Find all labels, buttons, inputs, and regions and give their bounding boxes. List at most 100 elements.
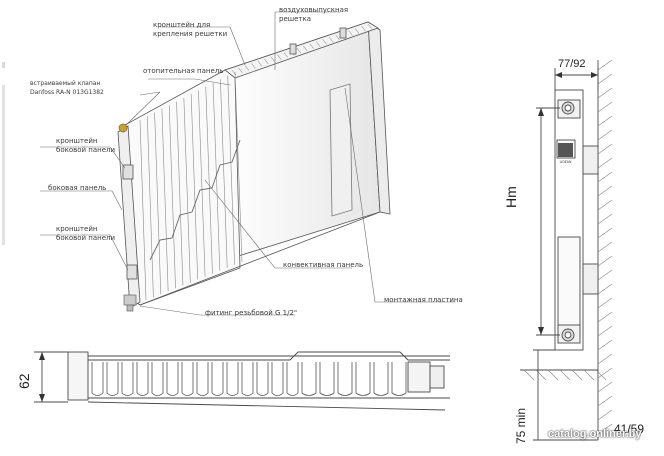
grille-slot xyxy=(322,39,327,45)
fin-line xyxy=(161,108,169,292)
floor-hatch-line xyxy=(523,369,535,381)
wall-hatch-line xyxy=(597,381,613,393)
section-fin xyxy=(301,362,317,396)
fin-line xyxy=(205,86,213,274)
section-fin xyxy=(196,362,209,396)
wall-hatch-line xyxy=(597,59,613,71)
convector-fins xyxy=(139,71,243,301)
wall-hatch-line xyxy=(597,241,613,253)
wall-hatch-line xyxy=(597,129,613,141)
grille-slot xyxy=(270,56,276,63)
label-side-panel: боковая панель xyxy=(48,184,107,192)
section-fin xyxy=(373,362,389,396)
grille-slot xyxy=(367,23,373,30)
watermark: catalog.onliner.by xyxy=(548,428,642,440)
section-fin xyxy=(211,362,224,396)
radiator-3d xyxy=(117,21,391,309)
label-convective-panel: конвективная панель xyxy=(283,261,364,269)
section-fin xyxy=(256,362,269,396)
grille-slot xyxy=(315,41,321,47)
wall-hatch-line xyxy=(597,87,613,99)
wall-hatch-line xyxy=(597,185,613,197)
floor-hatch-line xyxy=(571,369,583,381)
wall-hatch-line xyxy=(597,367,613,379)
grille-slot xyxy=(296,47,301,54)
wall-hatch-line xyxy=(597,325,613,337)
valve-icon xyxy=(118,123,128,133)
fin-line xyxy=(234,71,243,263)
label-heating-panel: отопительная панель xyxy=(143,67,224,75)
wall-hatch-line xyxy=(597,73,613,85)
section-fin xyxy=(91,362,104,396)
grille-slot xyxy=(335,34,340,41)
grille-slot xyxy=(277,54,282,60)
section-fin xyxy=(226,362,239,396)
wall-hatch-line xyxy=(597,199,613,211)
wall-hatch-line xyxy=(597,255,613,267)
wall-hatch-line xyxy=(597,311,613,323)
dim-depth: 62 xyxy=(16,373,32,389)
radiator-section xyxy=(34,351,450,411)
grille-slot xyxy=(251,63,256,69)
section-fin xyxy=(391,362,407,396)
grille-slot xyxy=(348,30,353,36)
fin-line xyxy=(227,75,235,265)
brand-logo: LIDEAN xyxy=(558,143,573,164)
wall-hatch-line xyxy=(597,297,613,309)
section-fin xyxy=(121,362,134,396)
wall-hatch-line xyxy=(597,143,613,155)
leader-lines xyxy=(40,11,455,316)
wall-hatch-line xyxy=(597,353,613,365)
grille-slot xyxy=(303,45,308,52)
wall-hatch-line xyxy=(597,395,613,407)
dim-height: Hm xyxy=(503,186,519,208)
fitting-icon xyxy=(123,294,137,312)
section-fin xyxy=(151,362,164,396)
floor-hatch-line xyxy=(559,369,571,381)
dim-floor: 75 min xyxy=(514,407,528,444)
dim-width: 77/92 xyxy=(558,58,586,70)
section-fin xyxy=(136,362,149,396)
section-fin xyxy=(106,362,119,396)
grille-slot xyxy=(354,28,360,34)
section-fin xyxy=(181,362,194,396)
grille-slot xyxy=(283,52,289,58)
section-fin xyxy=(166,362,179,396)
side-profile xyxy=(520,59,613,441)
wall-hatch-line xyxy=(597,213,613,225)
grille-slot xyxy=(328,36,334,43)
fin-line xyxy=(168,105,176,289)
grille-slot xyxy=(309,43,314,49)
grille-slot xyxy=(264,58,269,65)
fin-line xyxy=(139,119,147,301)
section-fin xyxy=(286,362,299,396)
section-fin xyxy=(337,362,353,396)
fin-line xyxy=(212,83,221,271)
wall-hatch-line xyxy=(597,115,613,127)
fin-line xyxy=(220,79,228,268)
wall-hatch-line xyxy=(597,157,613,169)
wall-hatch-line xyxy=(597,171,613,183)
floor-hatch-line xyxy=(547,369,559,381)
fin-line xyxy=(198,90,206,277)
wall-hatch-line xyxy=(597,339,613,351)
label-fitting: фитинг резьбовой G 1/2" xyxy=(205,309,298,317)
section-fins xyxy=(91,362,407,396)
grille-slot xyxy=(238,67,243,73)
wall-hatch-line xyxy=(597,423,613,435)
section-fin xyxy=(271,362,284,396)
section-fin xyxy=(355,362,371,396)
wall-hatch-line xyxy=(597,269,613,281)
wall-hatch-line xyxy=(597,409,613,421)
label-mounting-plate: монтажная пластина xyxy=(384,296,463,304)
floor-hatch-line xyxy=(595,369,607,381)
section-fin xyxy=(319,362,335,396)
fin-line xyxy=(147,116,154,298)
wall-hatch-line xyxy=(597,227,613,239)
